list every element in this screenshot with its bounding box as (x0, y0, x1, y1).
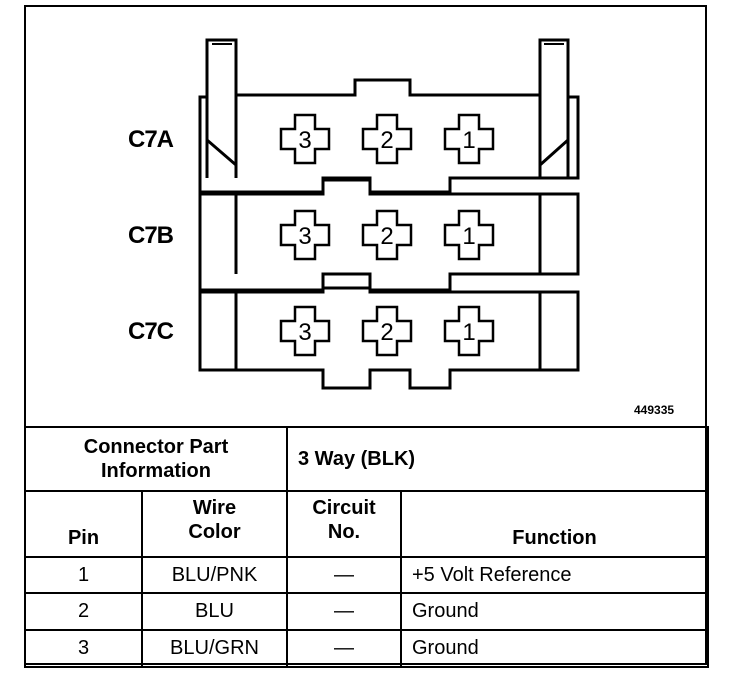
pin-cavity-c7c-1 (443, 305, 495, 357)
cell-wire-color: BLU/PNK (141, 556, 288, 594)
cell-circuit: — (286, 629, 402, 668)
pin-cavity-c7a-3 (279, 113, 331, 165)
cell-pin: 3 (24, 629, 143, 668)
pin-number-label: 2 (380, 127, 393, 154)
cell-wire-color: BLU (141, 592, 288, 631)
pin-cavity-c7b-3 (279, 209, 331, 261)
table-row: 1 BLU/PNK — +5 Volt Reference (24, 556, 710, 594)
connector-c7a-body (198, 38, 580, 194)
pin-cavity-c7b-1 (443, 209, 495, 261)
part-info-label-line2: Information (101, 460, 211, 482)
pin-number-label: 2 (380, 223, 393, 250)
part-info-label: Connector Part Information (24, 426, 288, 492)
header-function: Function (399, 490, 710, 558)
cell-function: +5 Volt Reference (399, 556, 710, 594)
header-circuit-no: Circuit No. (286, 490, 402, 558)
pin-cavity-c7c-2 (361, 305, 413, 357)
pin-number-label: 2 (380, 319, 393, 346)
connector-label-c7a: C7A (128, 126, 174, 153)
pin-number-label: 1 (462, 319, 475, 346)
pin-number-label: 3 (298, 223, 311, 250)
pin-number-label: 3 (298, 127, 311, 154)
header-wire-color: Wire Color (141, 490, 288, 558)
pin-number-label: 1 (462, 127, 475, 154)
header-circuit-line2: No. (327, 521, 361, 543)
cell-function: Ground (399, 629, 710, 668)
pin-cavity-c7b-2 (361, 209, 413, 261)
cell-wire-color: BLU/GRN (141, 629, 288, 668)
pin-cavity-c7a-2 (361, 113, 413, 165)
figure-reference-number: 449335 (634, 403, 675, 417)
part-info-label-line1: Connector Part (83, 436, 229, 458)
pin-number-label: 3 (298, 319, 311, 346)
cell-function: Ground (399, 592, 710, 631)
table-row: 3 BLU/GRN — Ground (24, 629, 710, 668)
part-info-row: Connector Part Information 3 Way (BLK) (24, 426, 710, 492)
header-wire-color-line1: Wire (192, 497, 237, 519)
pin-cavity-c7c-3 (279, 305, 331, 357)
cell-pin: 1 (24, 556, 143, 594)
connector-label-c7b: C7B (128, 222, 174, 249)
pin-number-label: 1 (462, 223, 475, 250)
table-row: 2 BLU — Ground (24, 592, 710, 631)
header-pin: Pin (24, 490, 143, 558)
connector-c7b-body (198, 178, 580, 292)
table-header-row: Pin Wire Color Circuit No. Function (24, 490, 710, 558)
connector-info-table: Connector Part Information 3 Way (BLK) P… (24, 426, 710, 668)
connector-c7c-body (198, 286, 580, 390)
cell-circuit: — (286, 556, 402, 594)
header-circuit-line1: Circuit (312, 497, 376, 519)
header-wire-color-line2: Color (188, 521, 241, 543)
cell-circuit: — (286, 592, 402, 631)
pin-cavity-c7a-1 (443, 113, 495, 165)
connector-label-c7c: C7C (128, 318, 174, 345)
connector-diagram: 3 2 1 3 2 1 3 2 1 (198, 38, 580, 390)
part-info-value: 3 Way (BLK) (285, 426, 710, 492)
cell-pin: 2 (24, 592, 143, 631)
